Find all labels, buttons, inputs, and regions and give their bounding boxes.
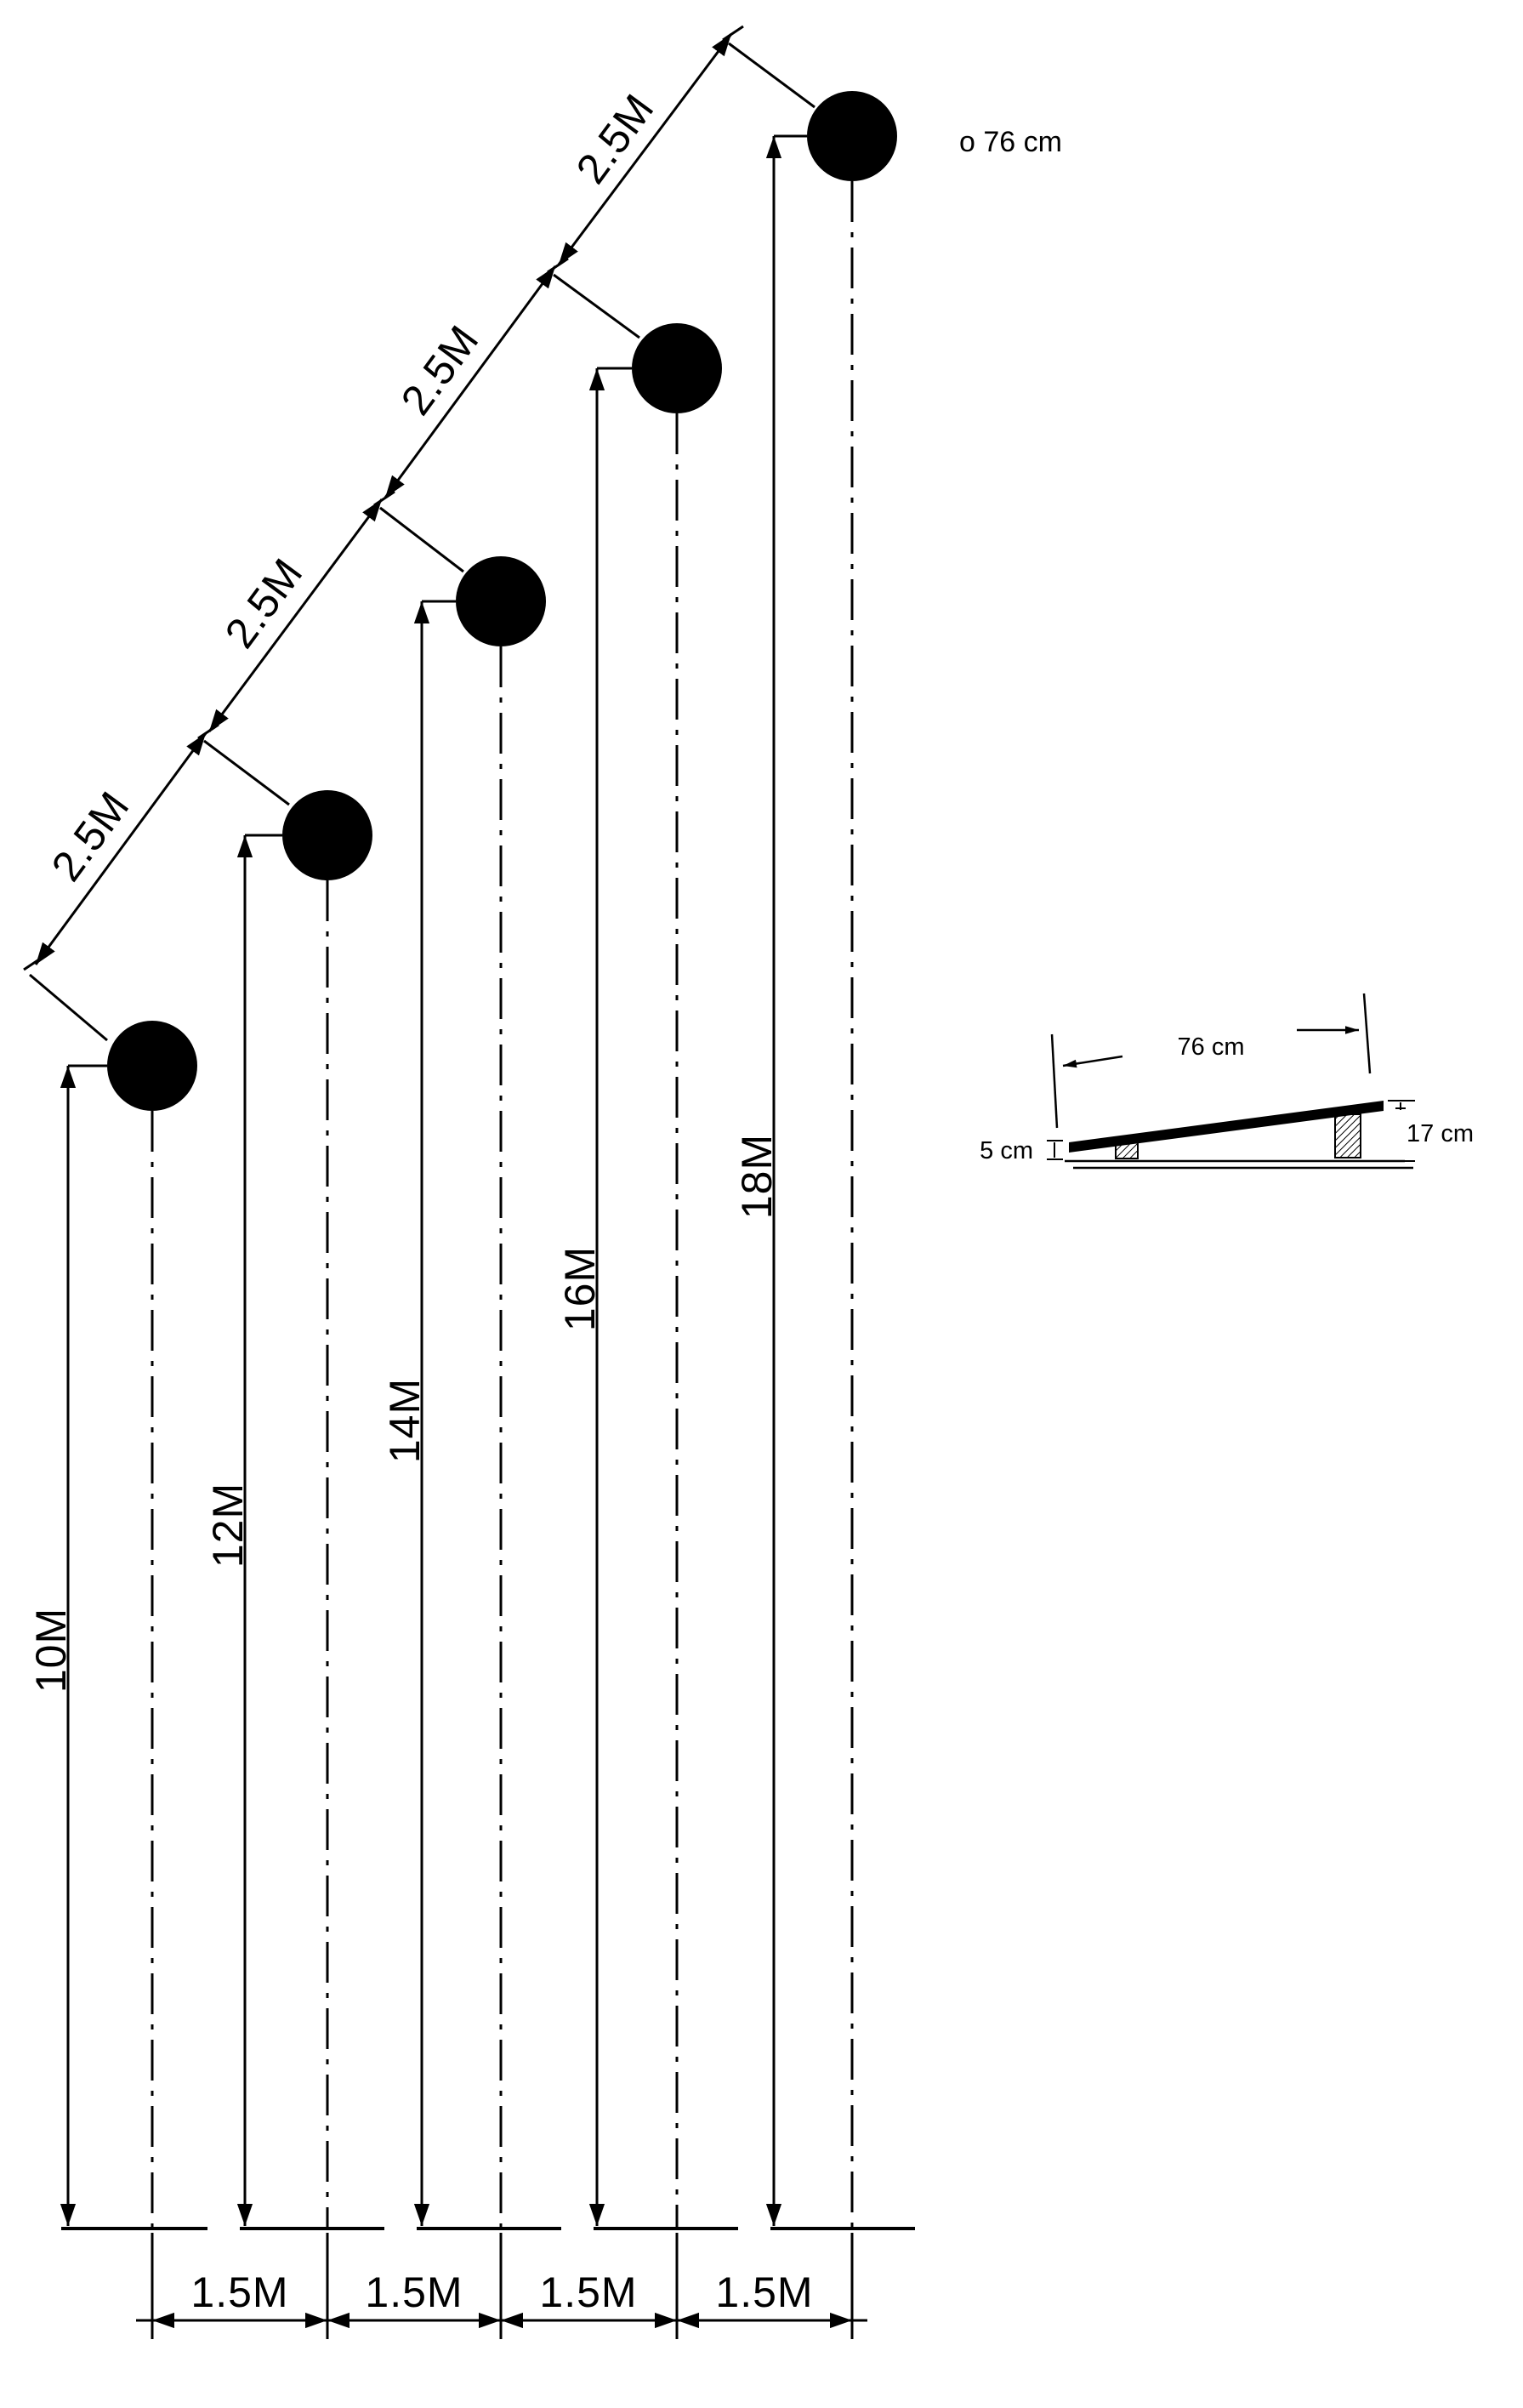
height-label-5: 18M [733,1134,781,1219]
target-4 [632,323,722,413]
detail-length-label: 76 cm [1178,1033,1245,1061]
diagonal-dimension-3 [384,265,557,498]
high-support [1334,1113,1361,1158]
low-support [1115,1141,1139,1159]
diameter-note: o 76 cm [959,126,1062,158]
height-label-4: 16M [556,1246,604,1331]
detail-low-height-label: 5 cm [980,1137,1033,1164]
horizontal-label-2: 1.5M [365,2269,463,2316]
diagonal-label-1: 2.5M [43,783,139,890]
target-3 [456,556,546,646]
diagonal-label-2: 2.5M [216,549,312,657]
diagonal-label-4: 2.5M [567,85,663,192]
target-detail [1047,993,1415,1170]
horizontal-label-1: 1.5M [190,2269,288,2316]
diagonal-dimension-1 [34,732,207,965]
target-1 [107,1021,197,1111]
target-5 [807,91,897,181]
height-label-1: 10M [27,1608,75,1693]
diagonal-label-3: 2.5M [392,316,488,424]
detail-high-height-label: 17 cm [1407,1120,1474,1147]
diagonal-dimension-2 [207,498,384,732]
horizontal-label-4: 1.5M [715,2269,813,2316]
inclined-board [1069,1101,1384,1153]
horizontal-label-3: 1.5M [539,2269,637,2316]
diagonal-dimension-4 [557,33,733,265]
height-label-2: 12M [204,1483,252,1568]
target-2 [282,790,372,880]
height-label-3: 14M [381,1378,429,1463]
